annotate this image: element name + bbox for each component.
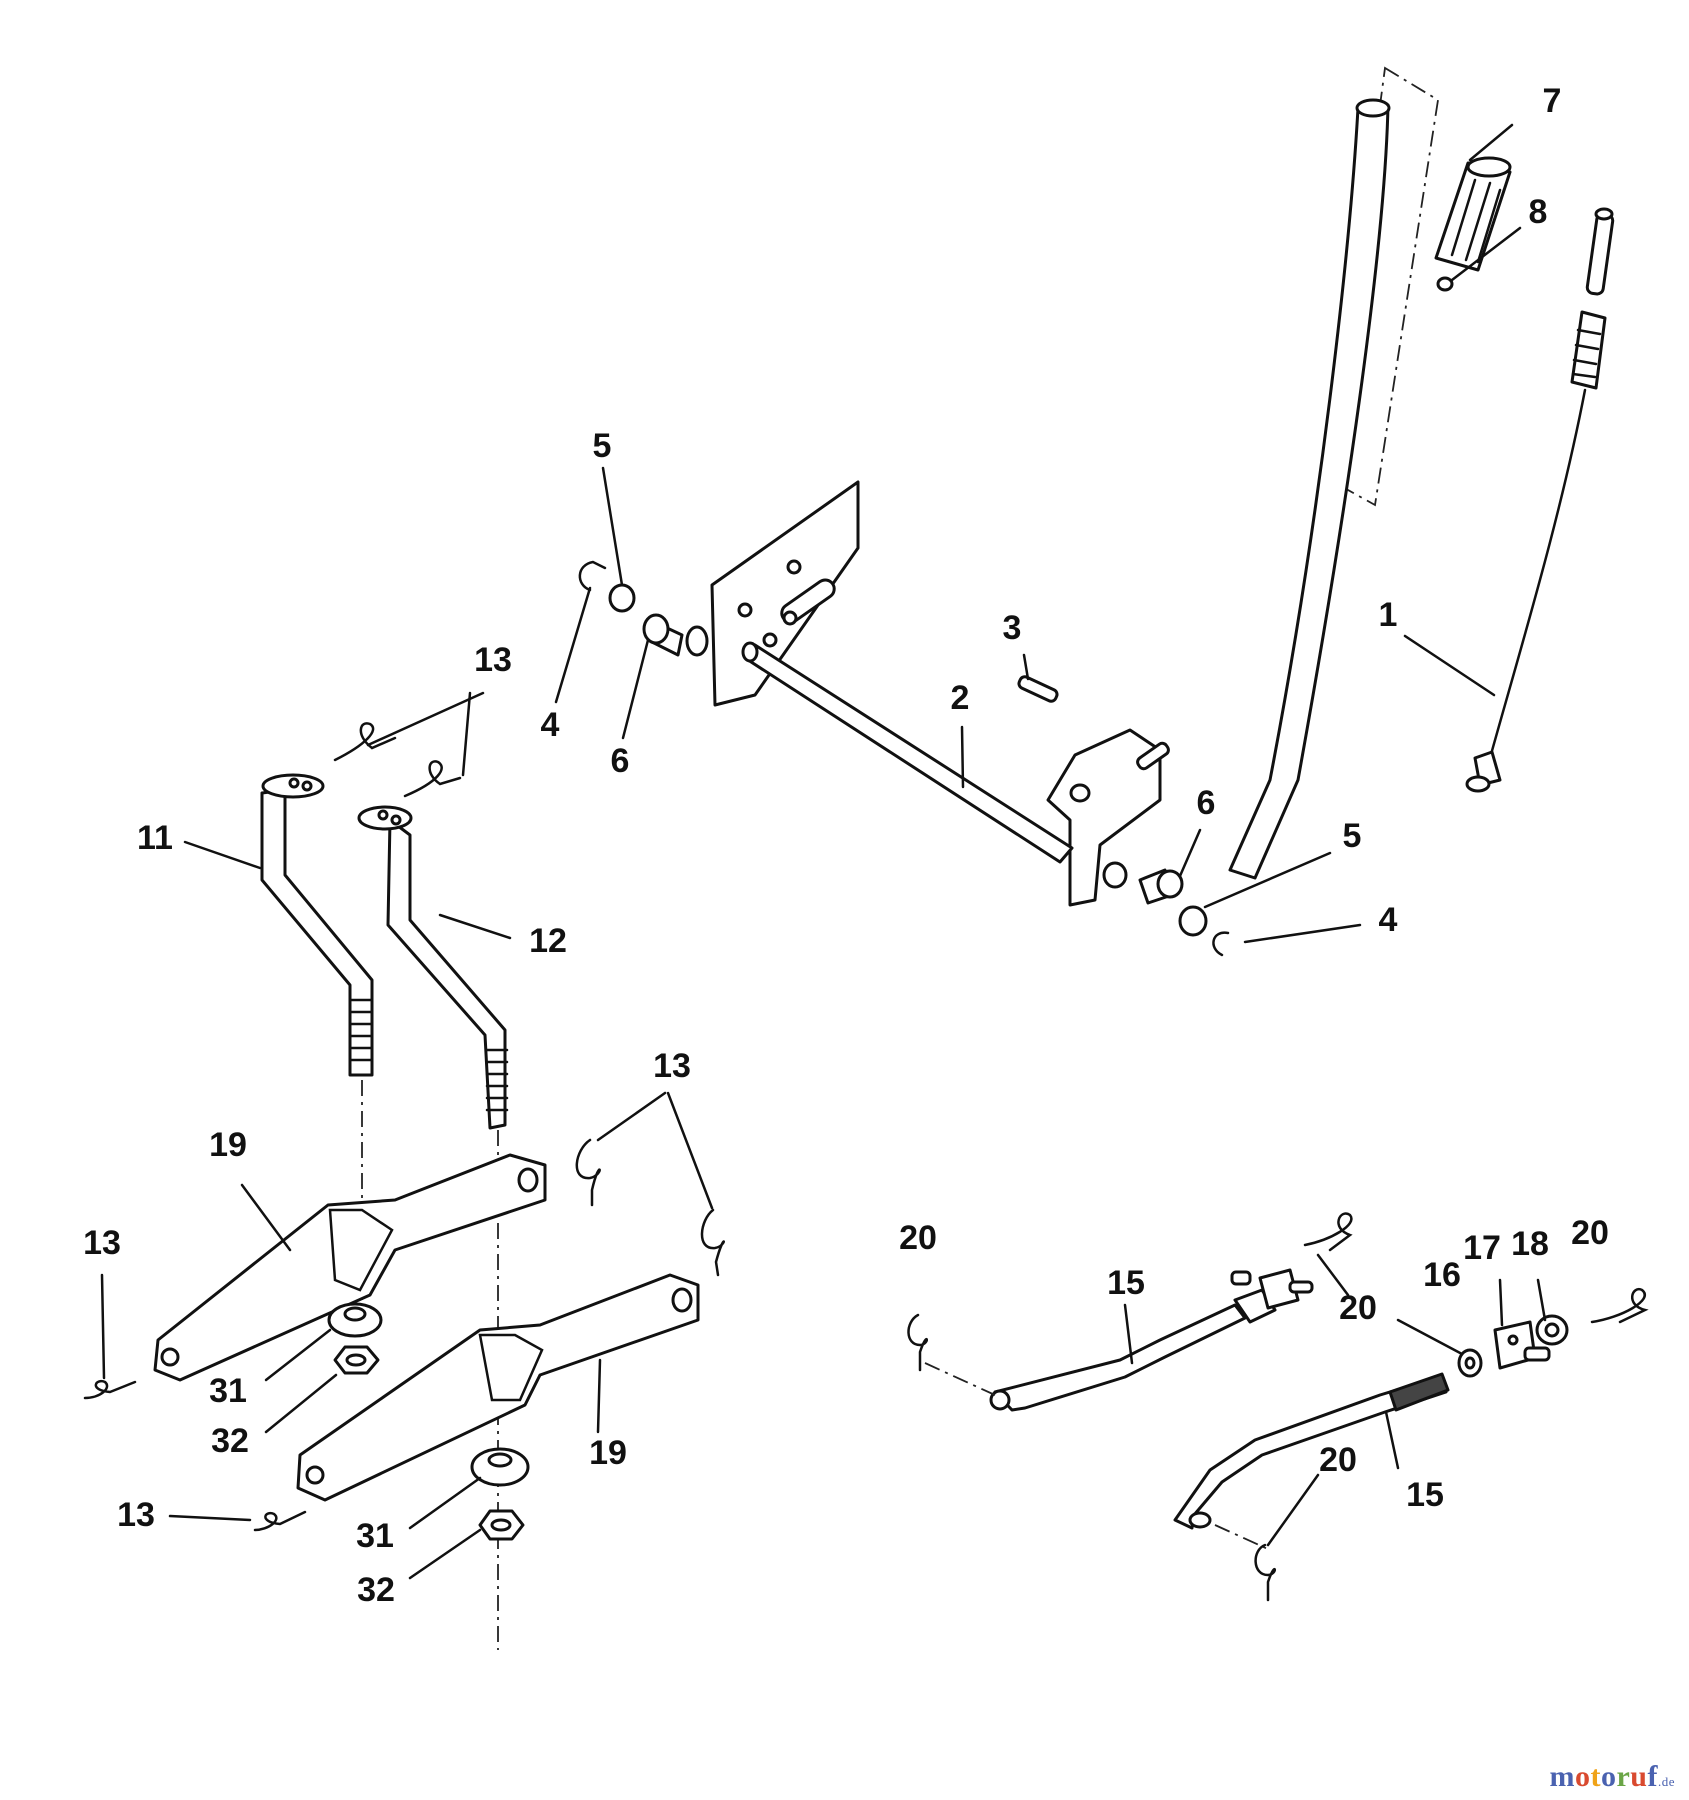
hair-pin-clips-upper bbox=[333, 722, 462, 798]
callout-label: 13 bbox=[653, 1047, 691, 1085]
logo-suffix: .de bbox=[1657, 1774, 1675, 1789]
callout-label: 20 bbox=[1319, 1441, 1357, 1479]
logo-letter: m bbox=[1549, 1760, 1575, 1793]
logo-letter: f bbox=[1647, 1760, 1658, 1793]
callout-label: 11 bbox=[137, 819, 173, 857]
lift-lever bbox=[1046, 98, 1391, 907]
callout-labels: 1 2 3 4 5 6 7 8 13 11 12 6 5 4 13 19 13 … bbox=[83, 82, 1609, 1609]
callout-label: 32 bbox=[357, 1571, 395, 1609]
logo-letter: o bbox=[1574, 1760, 1591, 1793]
callout-label: 5 bbox=[1343, 817, 1362, 855]
right-shaft-hardware bbox=[1102, 861, 1230, 957]
callout-label: 17 bbox=[1463, 1229, 1501, 1267]
callout-label: 19 bbox=[589, 1434, 627, 1472]
lift-arm-upper bbox=[153, 1153, 547, 1382]
callout-label: 4 bbox=[1379, 901, 1398, 939]
spacer-upper bbox=[327, 1302, 383, 1338]
roll-pin bbox=[1017, 675, 1059, 703]
nut-upper bbox=[333, 1345, 380, 1375]
callout-label: 15 bbox=[1406, 1476, 1444, 1514]
hair-pin-clips-20 bbox=[907, 1212, 1649, 1602]
logo-letter: t bbox=[1590, 1760, 1601, 1793]
logo-letter: o bbox=[1600, 1760, 1617, 1793]
callout-label: 12 bbox=[529, 922, 567, 960]
callout-label: 8 bbox=[1529, 193, 1548, 231]
callout-label: 13 bbox=[474, 641, 512, 679]
callout-label: 18 bbox=[1511, 1225, 1549, 1263]
nut-18 bbox=[1535, 1314, 1569, 1346]
callout-label: 19 bbox=[209, 1126, 247, 1164]
logo-letter: r bbox=[1616, 1760, 1631, 1793]
nut-lower bbox=[478, 1509, 525, 1541]
lift-shaft-and-plate bbox=[710, 480, 1074, 864]
callout-label: 1 bbox=[1379, 596, 1398, 634]
callout-label: 20 bbox=[1571, 1214, 1609, 1252]
callout-label: 15 bbox=[1107, 1264, 1145, 1302]
callout-label: 3 bbox=[1003, 609, 1022, 647]
logo-letter: u bbox=[1630, 1760, 1648, 1793]
callout-label: 20 bbox=[1339, 1289, 1377, 1327]
adjustment-rod-upper bbox=[924, 1268, 1314, 1412]
adjustment-rod-lower bbox=[1173, 1372, 1450, 1551]
callout-label: 2 bbox=[951, 679, 970, 717]
callout-label: 6 bbox=[1197, 784, 1216, 822]
washer-16 bbox=[1457, 1348, 1483, 1378]
left-shaft-hardware bbox=[578, 560, 709, 657]
lift-link-right bbox=[357, 805, 509, 1130]
leader-lines bbox=[100, 123, 1547, 1580]
block-17 bbox=[1493, 1320, 1551, 1370]
callout-label: 13 bbox=[117, 1496, 155, 1534]
callout-label: 31 bbox=[356, 1517, 394, 1555]
motoruf-logo: motoruf.de bbox=[1549, 1760, 1675, 1794]
lift-cable bbox=[1465, 207, 1615, 793]
callout-label: 4 bbox=[541, 706, 560, 744]
hand-grip bbox=[1434, 156, 1512, 292]
callout-label: 5 bbox=[593, 427, 612, 465]
callout-label: 6 bbox=[611, 742, 630, 780]
callout-label: 32 bbox=[211, 1422, 249, 1460]
callout-label: 16 bbox=[1423, 1256, 1461, 1294]
callout-label: 20 bbox=[899, 1219, 937, 1257]
lift-link-left bbox=[260, 773, 374, 1077]
callout-label: 7 bbox=[1543, 82, 1562, 120]
lift-arm-lower bbox=[296, 1273, 700, 1502]
callout-label: 31 bbox=[209, 1372, 247, 1410]
callout-label: 13 bbox=[83, 1224, 121, 1262]
hair-pin-clips-arms bbox=[83, 1138, 725, 1532]
spacer-lower bbox=[470, 1447, 530, 1487]
